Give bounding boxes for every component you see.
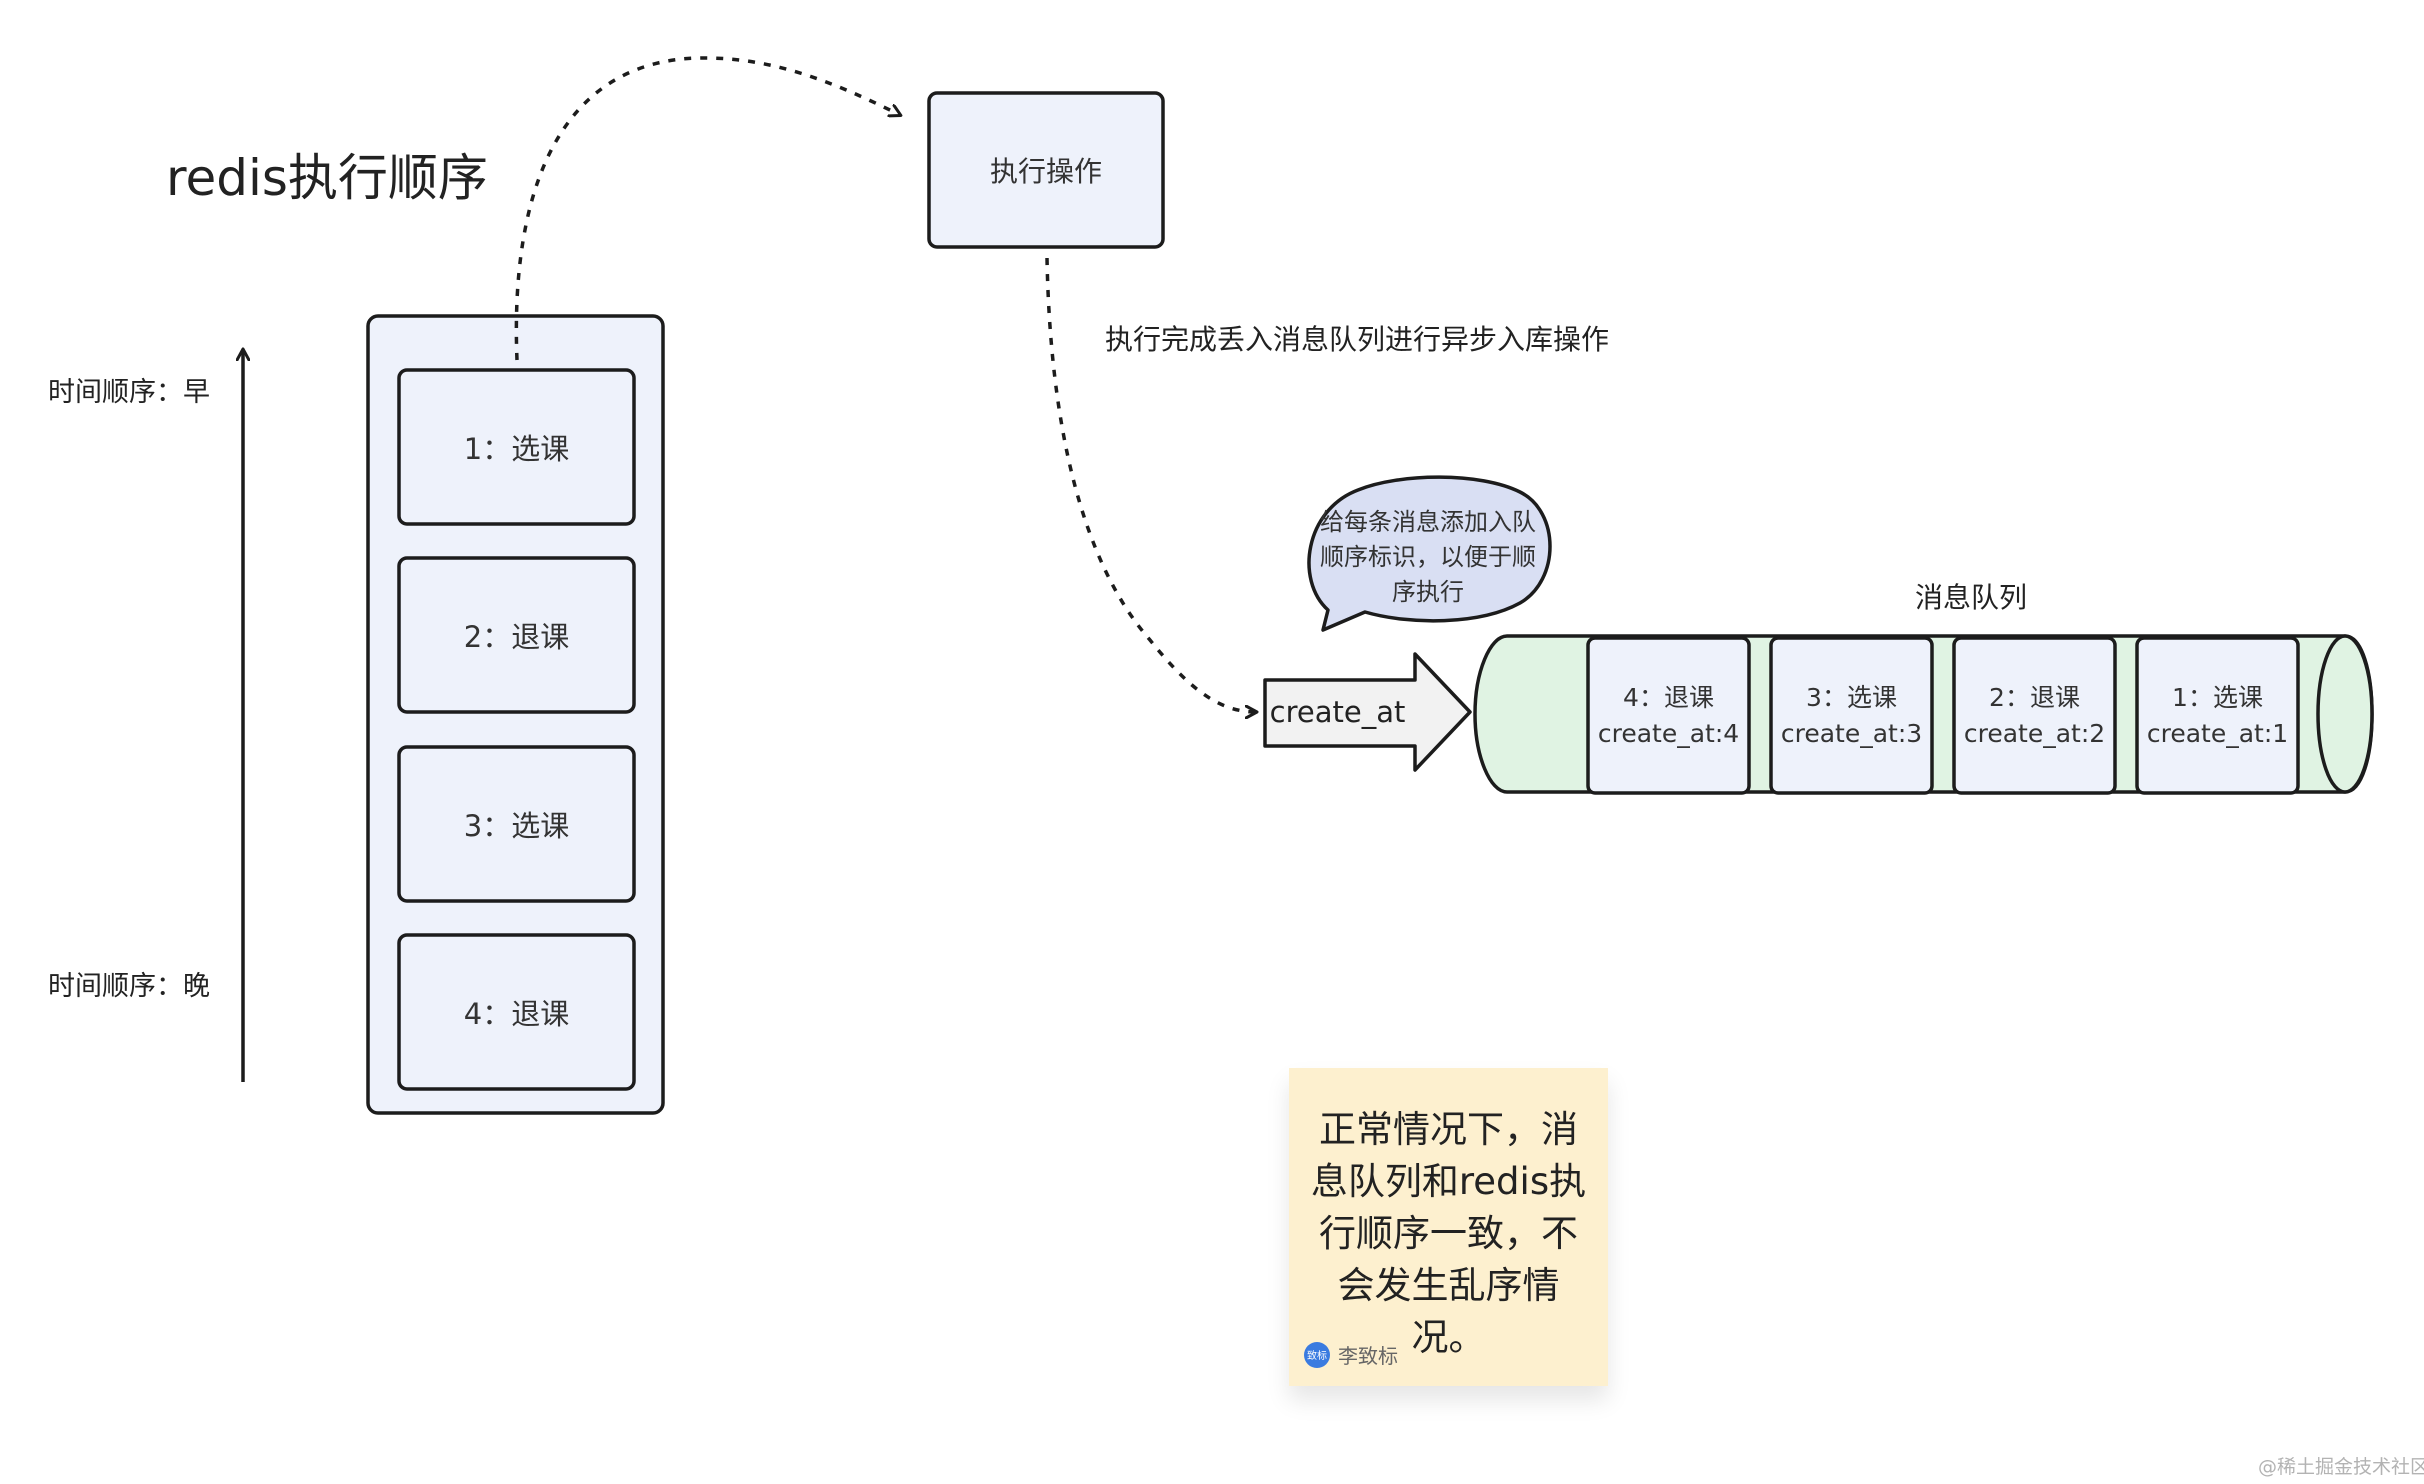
- mq-item-meta: create_at:1: [2146, 718, 2289, 748]
- mq-item-box-1: [1586, 636, 1751, 795]
- timeline-early-label: 时间顺序：早: [48, 377, 210, 408]
- execute-box: [927, 91, 1165, 249]
- diagram-title: redis执行顺序: [166, 149, 488, 207]
- author-name: 李致标: [1338, 1344, 1398, 1368]
- redis-task-box-2: [397, 556, 636, 714]
- mq-item-meta: create_at:4: [1597, 718, 1740, 748]
- redis-task-label-3: 3：选课: [463, 809, 570, 843]
- mq-item-op: 2：退课: [1989, 682, 2080, 712]
- create-at-arrow: [1263, 652, 1472, 772]
- redis-task-box-3: [397, 745, 636, 903]
- sticky-note-text: 正常情况下，消息队列和redis执行顺序一致，不会发生乱序情况。: [1310, 1108, 1587, 1359]
- mq-item-box-2: [1769, 636, 1934, 795]
- message-queue-cylinder-cap: [2316, 634, 2374, 794]
- speech-bubble: [1307, 475, 1552, 632]
- timeline-late-label: 时间顺序：晚: [48, 971, 210, 1002]
- mq-item-3: 2：退课 create_at:2: [1954, 638, 2115, 793]
- watermark: @稀土掘金技术社区: [2258, 1456, 2424, 1478]
- create-at-label: create_at: [1269, 695, 1406, 729]
- mq-item-op: 3：选课: [1806, 682, 1897, 712]
- mq-item-op: 1：选课: [2172, 682, 2263, 712]
- mq-item-meta: create_at:3: [1780, 718, 1923, 748]
- mq-description: 执行完成丢入消息队列进行异步入库操作: [1105, 323, 1610, 356]
- mq-item-4: 1：选课 create_at:1: [2137, 638, 2298, 793]
- dashed-arrow-to-queue: [1045, 257, 1256, 712]
- mq-item-meta: create_at:2: [1963, 718, 2106, 748]
- mq-item-op: 4：退课: [1623, 682, 1714, 712]
- dashed-arrow-to-execute: [514, 56, 900, 361]
- mq-item-2: 3：选课 create_at:3: [1771, 638, 1932, 793]
- sticky-note-author: 致标 李致标: [1304, 1340, 1398, 1369]
- execute-box-label: 执行操作: [989, 155, 1102, 188]
- mq-item-1: 4：退课 create_at:4: [1588, 638, 1749, 793]
- mq-item-box-3: [1952, 636, 2117, 795]
- sticky-note: 正常情况下，消息队列和redis执行顺序一致，不会发生乱序情况。 致标 李致标: [1289, 1068, 1608, 1386]
- redis-task-label-4: 4：退课: [463, 997, 570, 1031]
- bubble-text: 给每条消息添加入队顺序标识，以便于顺序执行: [1320, 508, 1536, 606]
- redis-task-box-4: [397, 933, 636, 1091]
- redis-task-label-2: 2：退课: [463, 620, 570, 654]
- mq-item-box-4: [2135, 636, 2300, 795]
- redis-task-label-1: 1：选课: [463, 432, 570, 466]
- redis-task-box-1: [397, 368, 636, 526]
- message-queue-title: 消息队列: [1915, 581, 2028, 614]
- avatar: 致标: [1304, 1341, 1330, 1368]
